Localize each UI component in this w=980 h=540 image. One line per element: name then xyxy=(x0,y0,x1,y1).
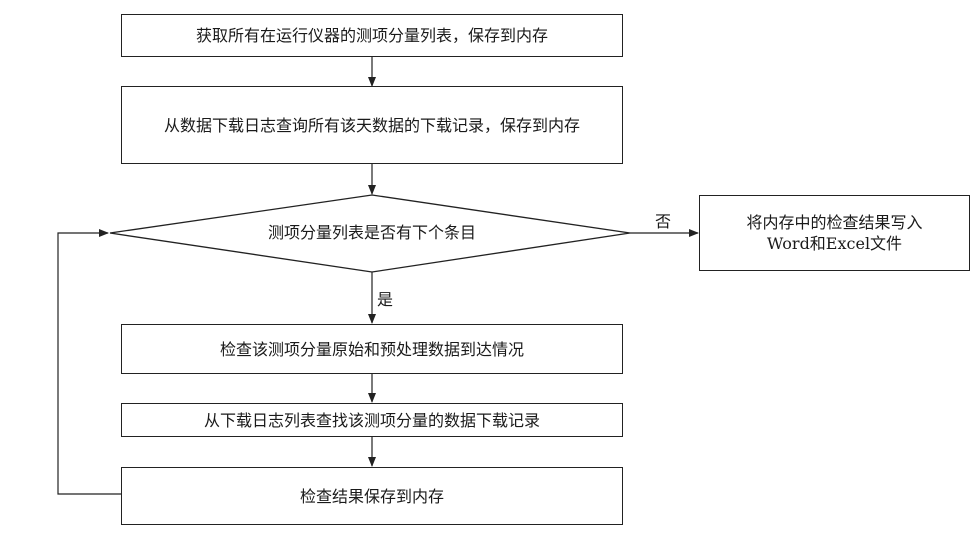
step-query-download-log-text: 从数据下载日志查询所有该天数据的下载记录，保存到内存 xyxy=(163,115,580,135)
decision-yes-label: 是 xyxy=(377,290,394,309)
step-query-download-log: 从数据下载日志查询所有该天数据的下载记录，保存到内存 xyxy=(121,86,623,164)
step-write-files: 将内存中的检查结果写入Word和Excel文件 xyxy=(699,195,970,271)
step-check-data-arrival: 检查该测项分量原始和预处理数据到达情况 xyxy=(121,324,623,374)
decision-no-label: 否 xyxy=(655,212,672,231)
step-find-download-record-text: 从下载日志列表查找该测项分量的数据下载记录 xyxy=(203,410,540,430)
decision-question: 测项分量列表是否有下个条目 xyxy=(200,223,544,243)
step-save-result: 检查结果保存到内存 xyxy=(121,467,623,525)
step-get-instrument-list-text: 获取所有在运行仪器的测项分量列表，保存到内存 xyxy=(195,26,548,45)
step-find-download-record: 从下载日志列表查找该测项分量的数据下载记录 xyxy=(121,403,623,437)
step-check-data-arrival-text: 检查该测项分量原始和预处理数据到达情况 xyxy=(219,339,524,359)
arrow-loop-back xyxy=(57,229,121,495)
step-save-result-text: 检查结果保存到内存 xyxy=(299,486,444,506)
step-get-instrument-list: 获取所有在运行仪器的测项分量列表，保存到内存 xyxy=(121,14,623,57)
step-write-files-text: 将内存中的检查结果写入Word和Excel文件 xyxy=(746,213,923,253)
decision-question-text: 测项分量列表是否有下个条目 xyxy=(267,223,476,242)
